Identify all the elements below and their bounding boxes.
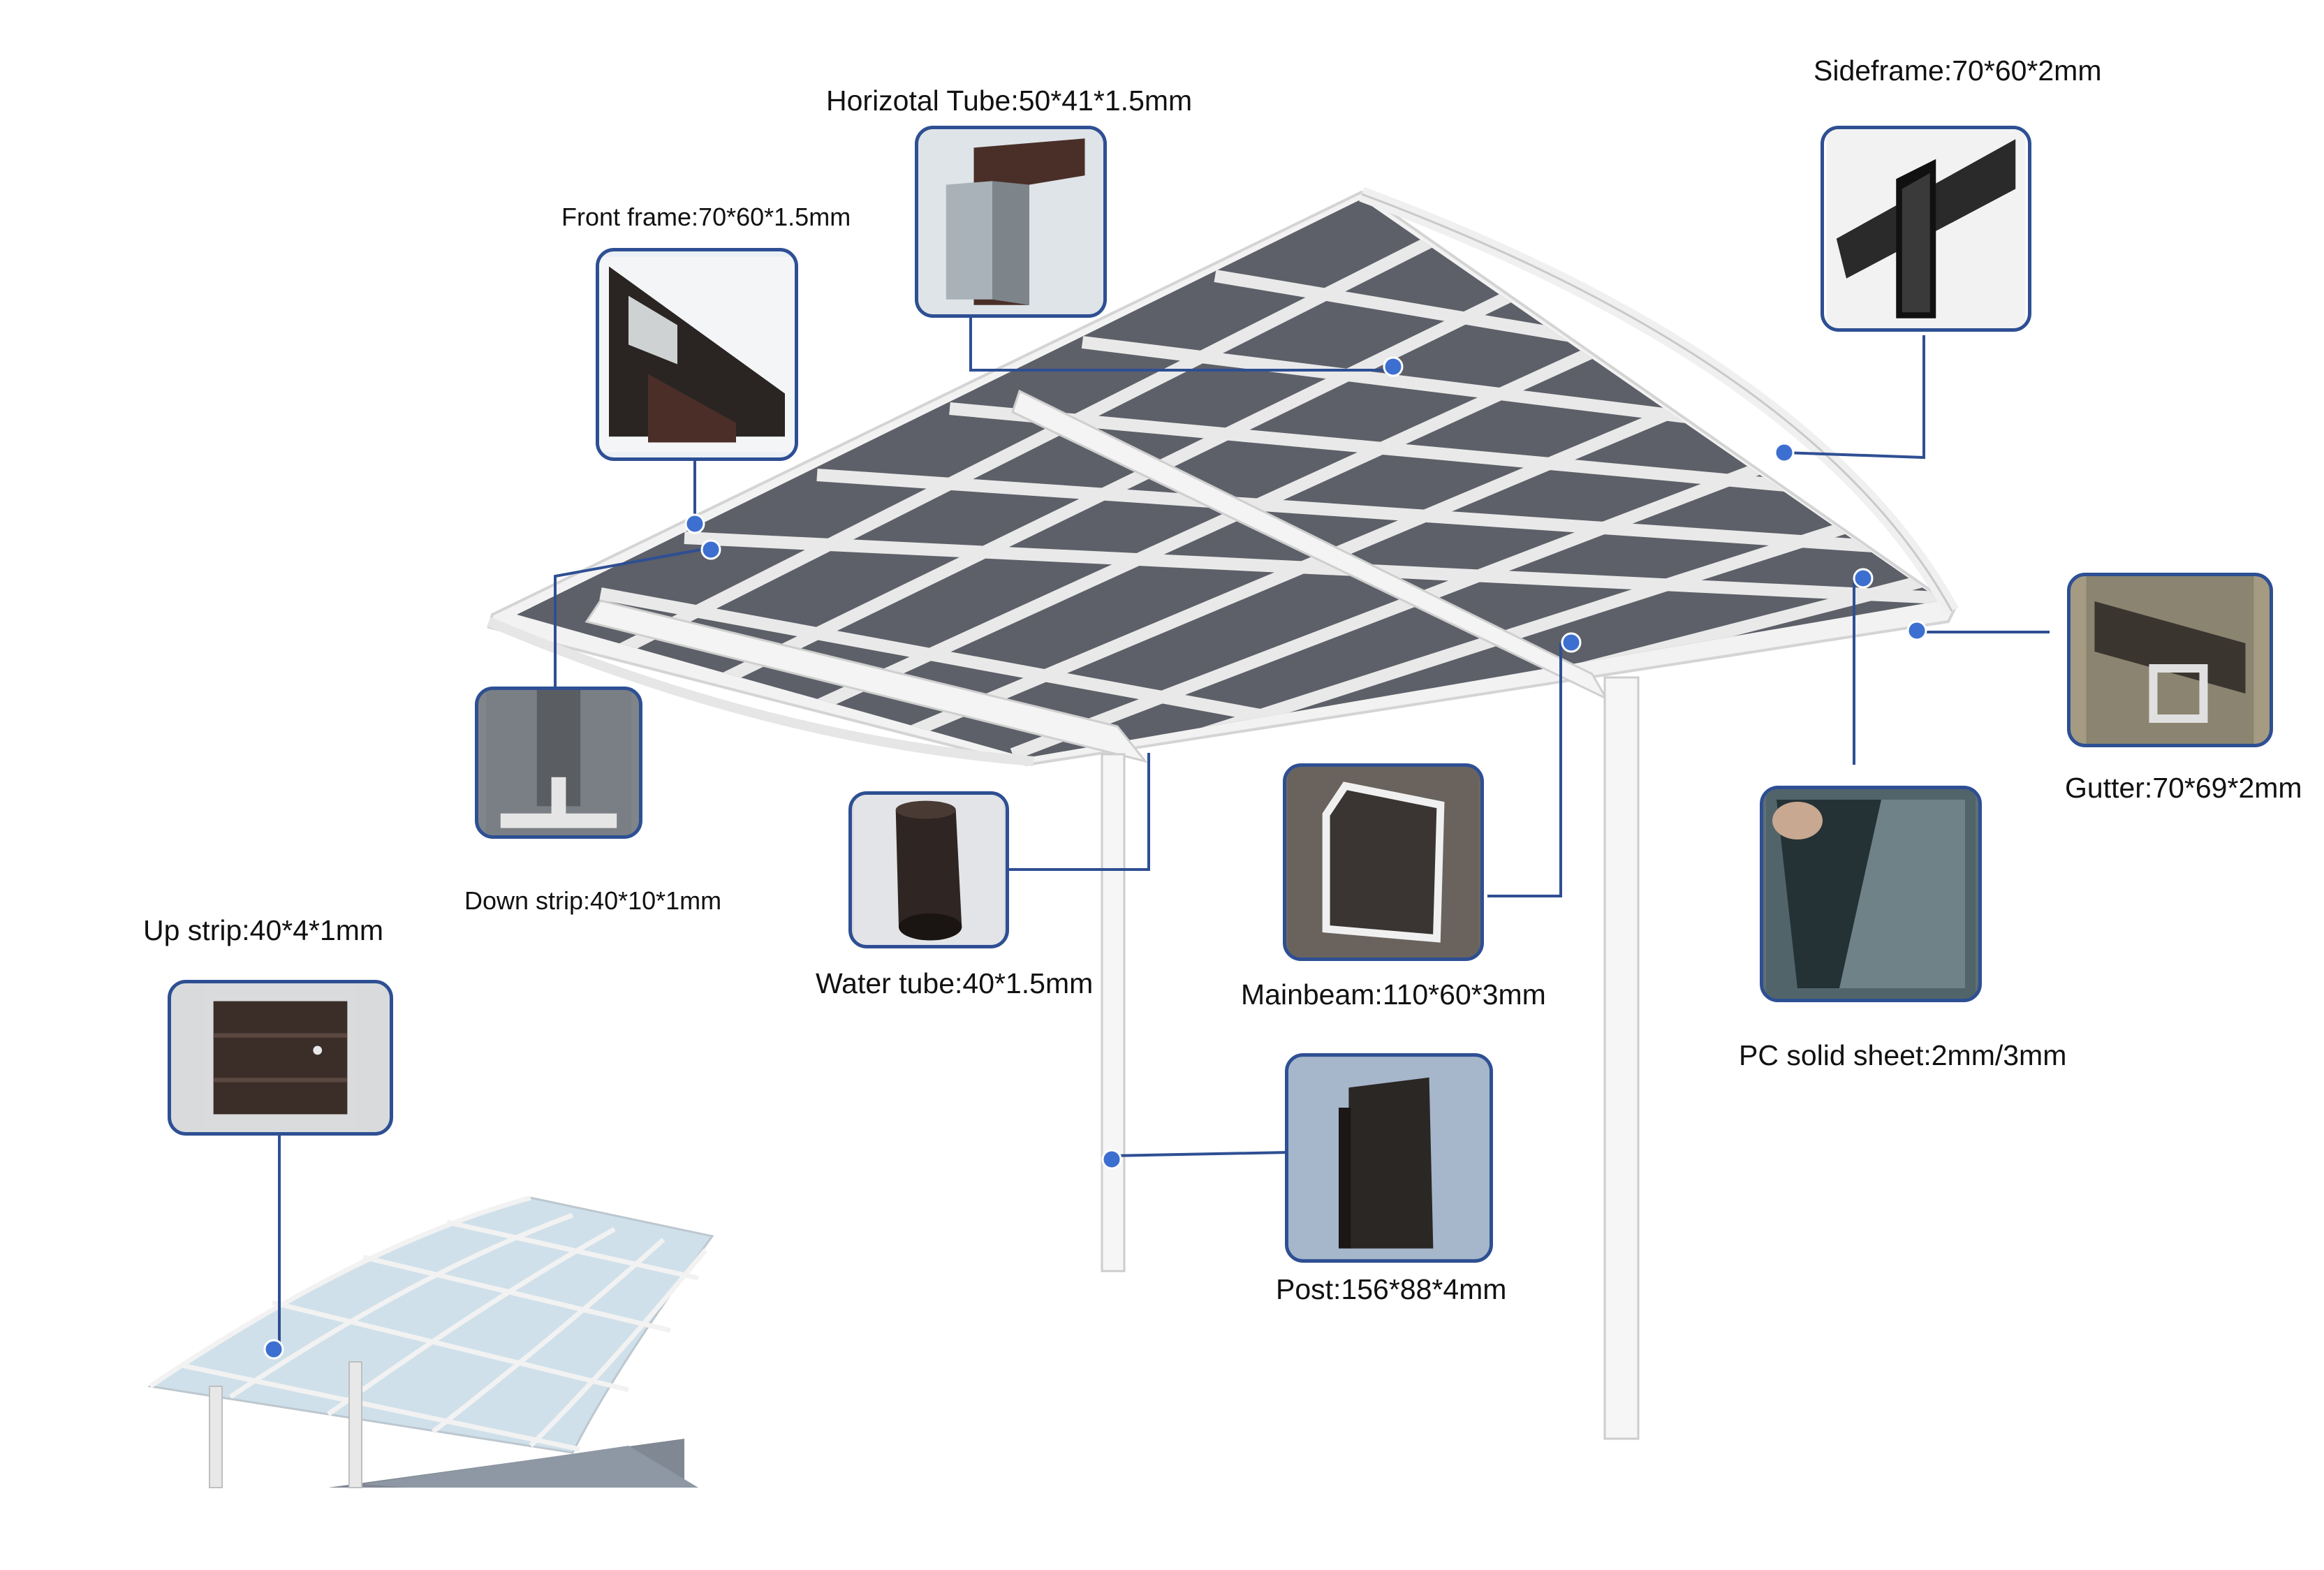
gutter-profile-icon [2086, 576, 2254, 744]
rectangular-beam-section-icon [1288, 767, 1479, 958]
polycarbonate-sheet-icon [1766, 789, 1976, 999]
strip-profile-section-icon [486, 690, 631, 835]
down-strip-photo [475, 687, 642, 839]
water-tube-label: Water tube:40*1.5mm [816, 967, 1094, 999]
carport-posts [1101, 676, 1640, 1440]
post-photo [1285, 1053, 1493, 1263]
gutter-photo [2067, 573, 2273, 747]
up-strip-photo [168, 980, 393, 1136]
aluminum-channel-profile-icon [918, 129, 1103, 314]
callout-markers [263, 356, 1927, 1360]
pc-sheet-label: PC solid sheet:2mm/3mm [1739, 1039, 2067, 1071]
front-frame-photo [596, 248, 798, 461]
flat-strip-profile-icon [206, 983, 355, 1132]
inset-carport-image [147, 1195, 714, 1488]
mainbeam-photo [1283, 763, 1484, 961]
mainbeam-label: Mainbeam:110*60*3mm [1241, 978, 1546, 1011]
black-rectangular-profile-icon [1826, 129, 2026, 328]
frame-profile-section-icon [599, 256, 795, 453]
gutter-label: Gutter:70*69*2mm [2065, 772, 2302, 804]
callout-lines [278, 314, 2050, 1351]
sideframe-photo [1821, 126, 2031, 332]
post-profile-icon [1288, 1057, 1490, 1259]
front-frame-label: Front frame:70*60*1.5mm [561, 203, 851, 231]
horizontal-tube-photo [915, 126, 1107, 318]
horizontal-tube-label: Horizotal Tube:50*41*1.5mm [826, 85, 1193, 117]
up-strip-label: Up strip:40*4*1mm [143, 914, 384, 946]
post-label: Post:156*88*4mm [1276, 1273, 1507, 1305]
carport-roof [487, 186, 1959, 767]
water-tube-photo [848, 791, 1009, 948]
round-tube-icon [853, 795, 1004, 945]
pc-sheet-photo [1760, 786, 1982, 1002]
down-strip-label: Down strip:40*10*1mm [464, 886, 722, 915]
sideframe-label: Sideframe:70*60*2mm [1814, 54, 2102, 87]
